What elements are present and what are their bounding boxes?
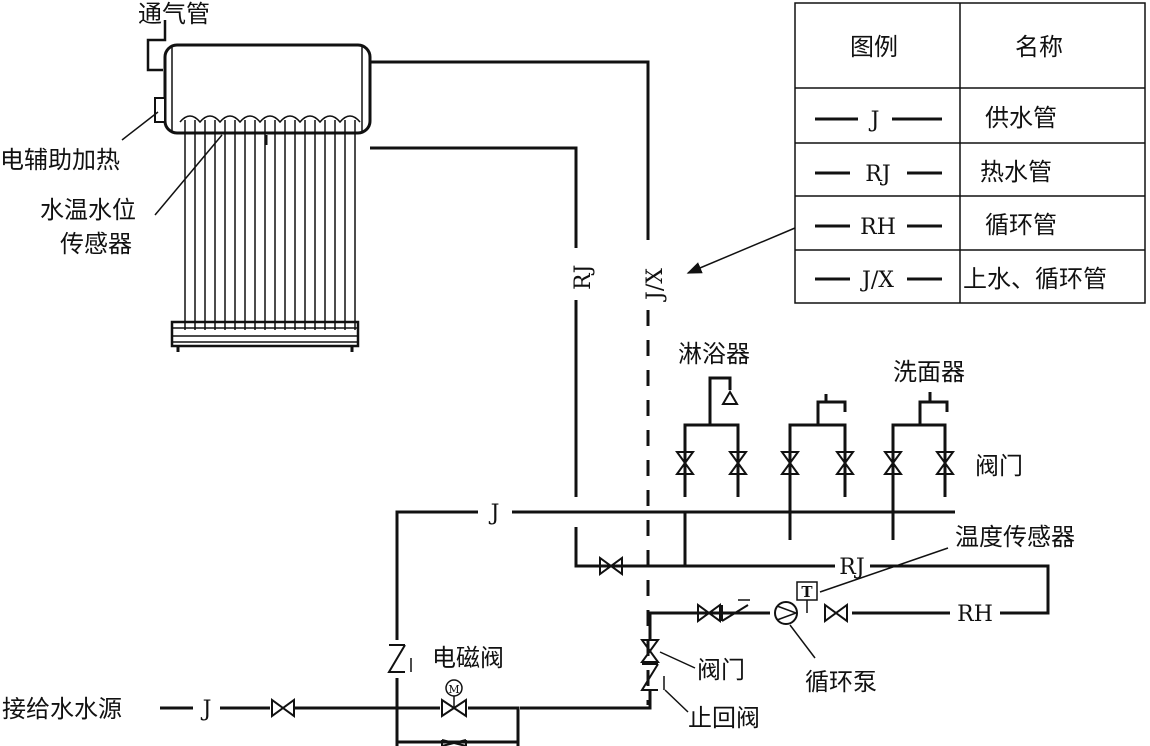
source-line — [160, 706, 520, 746]
gate-valve-leader — [659, 651, 696, 669]
valve-group-label: 阀门 — [975, 452, 1023, 480]
temp-sensor-leader — [819, 547, 949, 593]
j-source-code: J — [201, 697, 212, 722]
valve-icon — [780, 451, 800, 475]
sensor-label-line2: 传感器 — [60, 230, 132, 258]
check-valve-icon — [640, 663, 665, 691]
legend-row-code: RJ — [865, 162, 890, 187]
legend-row-name: 循环管 — [985, 211, 1057, 239]
jx-riser-top — [370, 60, 650, 240]
basin-label: 洗面器 — [893, 358, 965, 386]
svg-text:T: T — [801, 583, 813, 601]
heater-leader — [121, 111, 159, 141]
j-supply-main — [395, 510, 955, 746]
circulation-pump-icon — [774, 601, 799, 625]
vacuum-tubes — [179, 115, 361, 330]
valve-icon — [640, 639, 660, 663]
water-source-label: 接给水水源 — [2, 695, 122, 723]
valve-icon — [271, 698, 295, 718]
temp-sensor-label: 温度传感器 — [955, 523, 1075, 551]
faucet-fixture — [780, 394, 855, 540]
temperature-sensor-icon: T — [796, 581, 818, 613]
j-main-code: J — [489, 501, 500, 526]
basin-fixture — [883, 392, 955, 540]
check-valve-icon — [721, 599, 750, 622]
circ-pump-label: 循环泵 — [805, 668, 877, 696]
legend-row-code: J — [869, 108, 880, 133]
rj-vertical-code: RJ — [571, 265, 596, 290]
valve-icon — [599, 556, 623, 576]
sensor-label-line1: 水温水位 — [40, 196, 136, 224]
valve-icon — [728, 451, 748, 475]
return-riser — [520, 690, 652, 710]
legend-header-symbol: 图例 — [850, 33, 898, 61]
check-valve-leader — [664, 689, 689, 713]
sensor-leader — [154, 134, 223, 216]
solar-water-heater — [121, 20, 372, 352]
electric-heater-label: 电辅助加热 — [0, 146, 120, 174]
vent-pipe-label: 通气管 — [138, 0, 210, 28]
rj-riser-top — [370, 146, 578, 248]
legend-row-name: 上水、循环管 — [963, 265, 1107, 293]
shower-label: 淋浴器 — [678, 340, 750, 368]
valve-icon — [697, 603, 721, 623]
legend-row-name: 供水管 — [985, 104, 1057, 132]
valve-icon — [935, 451, 955, 475]
shower-fixture — [675, 376, 748, 497]
legend-row-code: RH — [860, 215, 896, 240]
vent-pipe — [146, 20, 167, 72]
rj-hot-main — [574, 527, 1050, 615]
valve-icon — [675, 451, 695, 475]
solenoid-valve-label: 电磁阀 — [432, 644, 504, 672]
solenoid-valve-icon: M — [441, 679, 467, 718]
legend-table: 图例 名称 J 供水管 RJ 热水管 RH 循环管 J/X 上水、循环管 — [794, 2, 1146, 304]
heater-frame — [170, 320, 360, 348]
valve-icon — [835, 451, 855, 475]
gate-valve-label: 阀门 — [697, 656, 745, 684]
valve-icon — [883, 451, 903, 475]
svg-text:M: M — [448, 683, 459, 696]
rh-main-code: RH — [957, 602, 993, 627]
legend-row-name: 热水管 — [980, 158, 1052, 186]
legend-header-name: 名称 — [1015, 33, 1063, 61]
check-valve-label: 止回阀 — [688, 704, 760, 732]
check-valve-icon — [387, 644, 412, 673]
valve-icon — [824, 603, 848, 623]
rh-return-main — [648, 611, 950, 640]
jx-vertical-code: J/X — [643, 268, 668, 302]
storage-tank — [163, 43, 372, 135]
pump-leader — [789, 624, 816, 659]
electric-heater-box — [154, 97, 166, 123]
rj-main-code: RJ — [839, 555, 864, 580]
legend-row-code: J/X — [860, 268, 894, 293]
legend-arrow — [686, 227, 796, 274]
